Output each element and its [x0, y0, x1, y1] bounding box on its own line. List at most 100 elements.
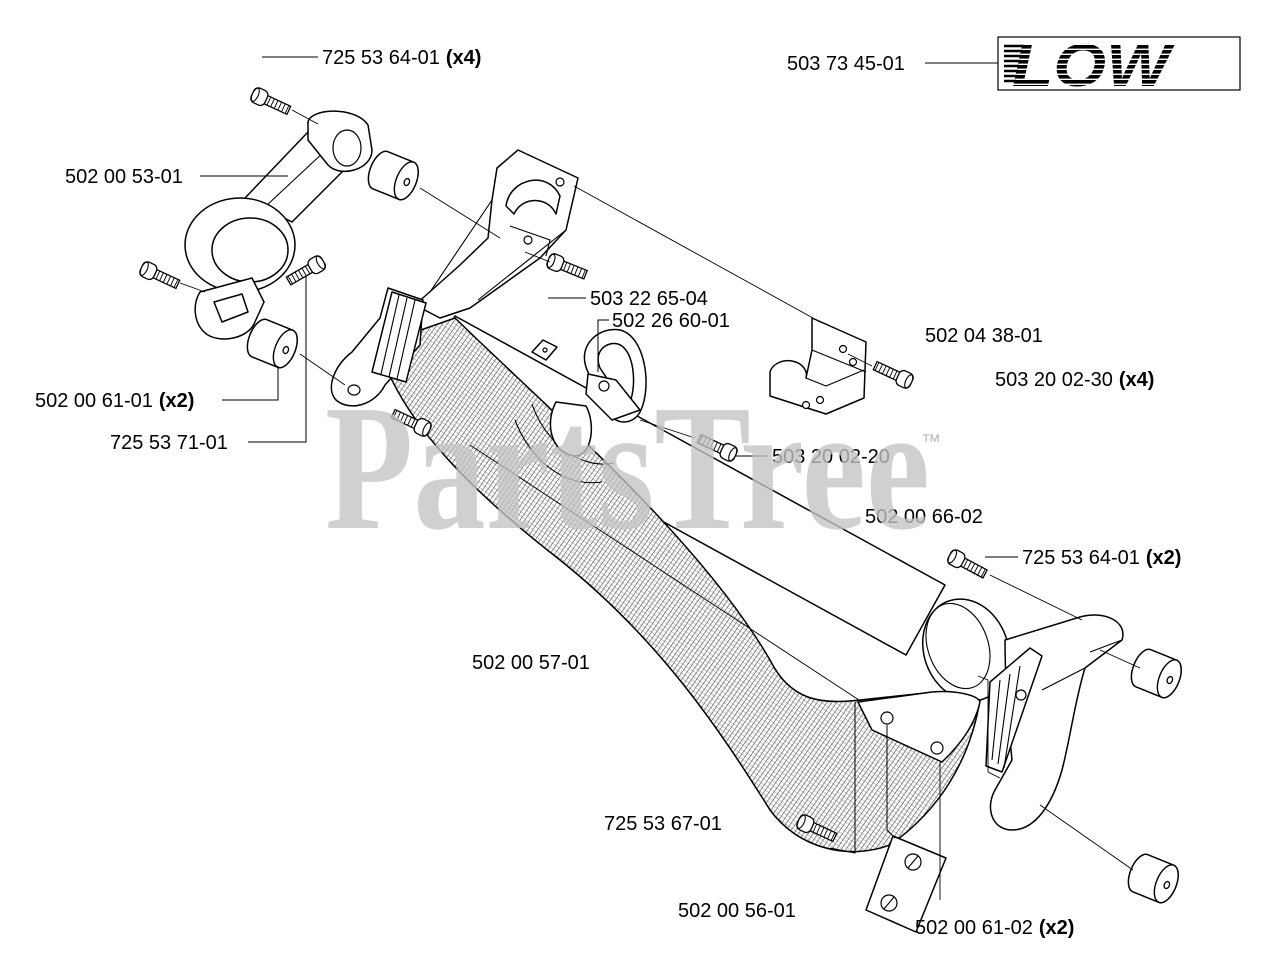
part-number: 503 20 02-20: [772, 446, 890, 468]
bushing-bottom-right: [1122, 850, 1184, 907]
leader-lines: [200, 56, 1018, 854]
assembly-line-8: [989, 574, 1083, 621]
screw-bracket: [544, 251, 590, 283]
nozzle-tip-block: [857, 690, 981, 763]
bracket-top-hole: [555, 177, 565, 187]
logo-speed-lines: [1004, 44, 1024, 83]
part-label: 502 00 61-02 (x2): [915, 917, 1074, 939]
tip-block-hole-lower: [930, 741, 944, 755]
watermark-trademark: ™: [921, 431, 941, 453]
end-cap-slot-plate: [985, 647, 1043, 773]
small-nut: [531, 339, 558, 361]
assembly-line-3: [419, 187, 501, 239]
leader-15: [886, 725, 896, 839]
assembly-line-7: [639, 419, 696, 439]
nut-hole: [542, 347, 548, 353]
assembly-line-10: [1039, 804, 1134, 871]
bushing-top: [362, 147, 424, 204]
part-label: 502 00 61-01 (x2): [35, 390, 194, 412]
end-cap-hole: [1015, 689, 1027, 701]
part-label: 503 20 02-30 (x4): [995, 369, 1154, 391]
part-number: 502 26 60-01: [612, 310, 730, 332]
part-labels: 725 53 64-01 (x4) 503 73 45-01 502 00 53-…: [35, 47, 1181, 939]
tube-end-collar-rim: [925, 602, 991, 690]
bushing-right: [1125, 645, 1187, 702]
part-label: 502 00 66-02: [865, 506, 983, 528]
handle-ring-opening: [597, 342, 635, 403]
tip-block-hole-upper: [880, 711, 894, 725]
part-number: 502 00 53-01: [65, 166, 183, 188]
part-label: 503 20 02-20: [772, 446, 890, 468]
logo-decal: LOW: [997, 32, 1241, 99]
loop-bracket-boss-hole: [332, 129, 362, 167]
main-bracket: [330, 149, 579, 407]
part-label: 725 53 64-01 (x4): [322, 47, 481, 69]
assembly-line-12: [847, 353, 873, 367]
bracket-arm: [414, 149, 579, 319]
clamp-block-edge: [805, 349, 867, 387]
part-number: 725 53 67-01: [604, 813, 722, 835]
clamp-hole-2: [848, 357, 858, 367]
part-number: 502 00 61-01: [35, 390, 153, 412]
part-quantity: (x2): [159, 390, 195, 412]
loop-bracket: [184, 110, 373, 340]
assembly-line-6: [524, 251, 551, 263]
part-number: 725 53 71-01: [110, 432, 228, 454]
part-quantity: (x2): [1039, 917, 1075, 939]
clamp-block-body: [769, 317, 867, 415]
clamp-hole-3: [801, 400, 811, 410]
part-label: 502 00 56-01: [678, 900, 796, 922]
leader-5: [597, 319, 609, 372]
leader-9: [248, 276, 307, 443]
tube-end-collar: [921, 598, 1011, 702]
screw-top: [248, 85, 293, 119]
assembly-line-11: [469, 444, 863, 703]
bracket-lower-block: [429, 199, 567, 301]
loop-bracket-ring-hole: [211, 217, 289, 283]
part-number: 502 00 56-01: [678, 900, 796, 922]
end-cap-slots: [991, 665, 1021, 769]
part-number: 502 00 61-02: [915, 917, 1033, 939]
part-number: 503 20 02-30: [995, 369, 1113, 391]
bracket-screw-hole: [523, 235, 533, 245]
handle-ring-base-hole: [598, 380, 610, 392]
nozzle-sleeve-tab: [549, 401, 593, 457]
watermark: PartsTree ™: [325, 368, 941, 567]
part-number: 503 22 65-04: [590, 288, 708, 310]
clamp-hole-4: [815, 395, 825, 405]
end-cap-edge: [1041, 639, 1123, 691]
part-quantity: (x4): [446, 47, 482, 69]
side-plate-hole: [347, 384, 361, 396]
watermark-brand: PartsTree: [325, 368, 930, 567]
assembly-line-4: [573, 185, 823, 324]
assembly-lines: [179, 109, 1141, 900]
bracket-slot-panel: [371, 291, 427, 383]
clamp-block: [769, 317, 867, 415]
part-number: 502 04 38-01: [925, 325, 1043, 347]
slot-panel-louvers: [380, 294, 416, 380]
assembly-line-5: [299, 353, 346, 386]
end-cap: [985, 614, 1124, 831]
part-quantity: (x4): [1119, 369, 1155, 391]
bottom-plate-slot-lower: [883, 896, 895, 910]
part-number: 503 73 45-01: [787, 53, 905, 75]
clamp-tab-slot: [213, 293, 249, 323]
assembly-line-1: [291, 109, 319, 125]
part-label: 502 04 38-01: [925, 325, 1043, 347]
part-number: 502 00 66-02: [865, 506, 983, 528]
leader-8: [222, 366, 279, 401]
part-label: 725 53 64-01(x2): [1022, 547, 1181, 569]
screw-left: [137, 259, 182, 293]
bottom-plate: [865, 835, 947, 933]
bottom-plate-slot-upper: [907, 855, 919, 869]
part-label: 725 53 67-01: [604, 813, 722, 835]
bracket-saddle: [505, 179, 561, 215]
assembly-line-2: [179, 282, 206, 293]
part-number: 502 00 57-01: [472, 652, 590, 674]
part-number: 725 53 64-01: [1022, 547, 1140, 569]
part-number: 725 53 64-01: [322, 47, 440, 69]
part-label: 503 73 45-01: [787, 53, 905, 75]
part-label: 502 26 60-01: [612, 310, 730, 332]
logo-text: LOW: [1012, 32, 1175, 99]
